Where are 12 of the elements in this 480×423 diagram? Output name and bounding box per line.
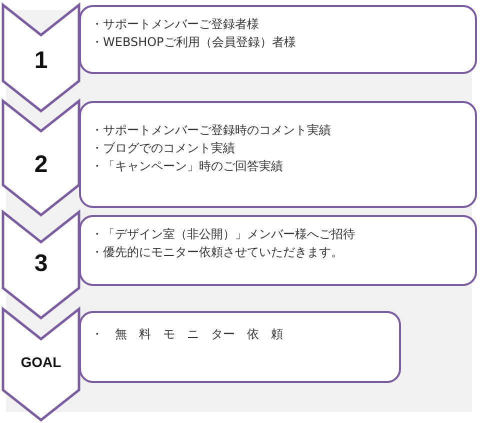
bullet-text: ・サポートメンバーご登録者様 xyxy=(91,16,260,33)
bullet-text: ・「キャンペーン」時のご回答実績 xyxy=(91,158,284,175)
bullet-text: ・WEBSHOPご利用（会員登録）者様 xyxy=(91,34,297,51)
bullet-text: ・「デザイン室（非公開）」メンバー様へご招待 xyxy=(91,226,356,243)
bullet-text: ・サポートメンバーご登録時のコメント実績 xyxy=(91,122,332,139)
step-label: 2 xyxy=(33,153,49,177)
bullet-text: ・優先的にモニター依頼させていただきます。 xyxy=(91,244,344,261)
step-label: GOAL xyxy=(20,355,62,369)
step-label: 1 xyxy=(33,49,49,73)
bullet-text: ・ 無 料 モ ニ ター 依 頼 xyxy=(91,326,284,343)
bullet-text: ・ブログでのコメント実績 xyxy=(91,140,236,157)
step-label: 3 xyxy=(33,252,49,276)
